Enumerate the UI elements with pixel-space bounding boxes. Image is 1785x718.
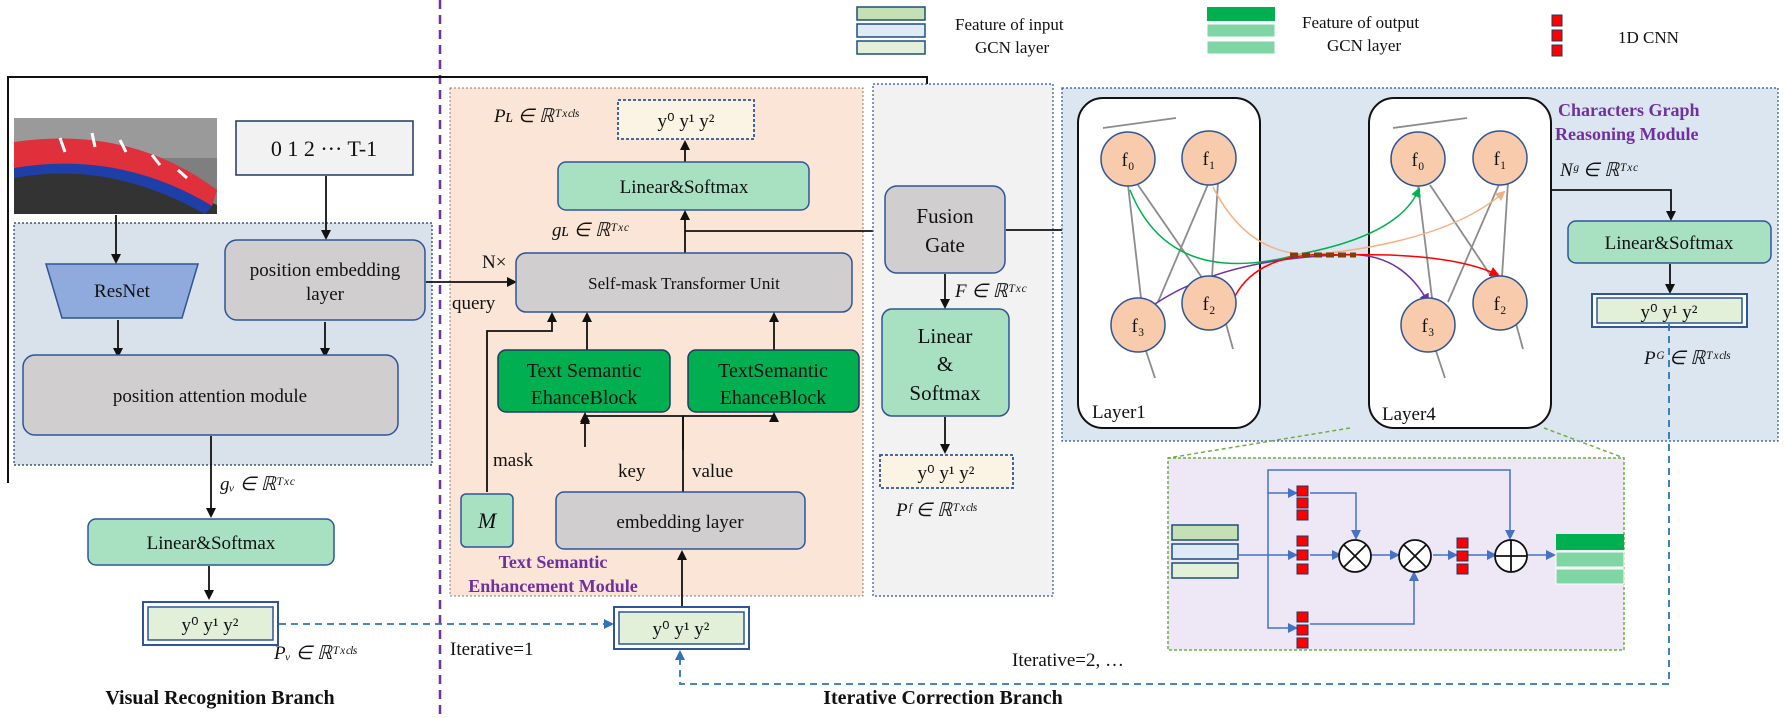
embedding-layer-label: embedding layer <box>616 512 744 533</box>
gcn-detail-zoom <box>1167 427 1625 651</box>
iteration-1-label: Iterative=1 <box>450 639 534 660</box>
legend-cnn-label: 1D CNN <box>1618 28 1679 47</box>
legend: Feature of input GCN layer Feature of ou… <box>856 6 1679 57</box>
ng-label: Nᵍ ∈ ℝᵀˣᶜ <box>1559 160 1639 181</box>
text-semantic-block-1-line-2: EhanceBlock <box>531 387 638 409</box>
text-semantic-block-1-line-1: Text Semantic <box>527 360 642 382</box>
fusion-output-label: y⁰ y¹ y² <box>917 463 974 484</box>
layer4-node-f0: f₀ <box>1412 150 1425 171</box>
pv-label: Pᵥ ∈ ℝᵀˣᶜˡˢ <box>273 643 357 664</box>
fusion-linear-label-3: Softmax <box>909 381 981 405</box>
resnet-block <box>44 263 200 319</box>
key-label: key <box>618 461 646 482</box>
position-embedding-label-2: layer <box>306 284 345 305</box>
text-semantic-block-2-line-2: EhanceBlock <box>720 387 827 409</box>
layer1-edges <box>1102 117 1234 379</box>
resnet-label: ResNet <box>94 281 151 302</box>
visual-output-label: y⁰ y¹ y² <box>181 615 238 636</box>
legend-output-feature-icon <box>1206 7 1276 55</box>
legend-output-label-2: GCN layer <box>1327 36 1401 55</box>
layer1-node-f2: f₂ <box>1203 294 1216 315</box>
gcn-linear-softmax <box>1567 220 1772 264</box>
tse-output <box>617 99 755 140</box>
fusion-linear-label-1: Linear <box>918 324 973 348</box>
legend-input-feature-icon <box>856 6 926 55</box>
position-embedding-block <box>224 239 426 321</box>
fusion-gate <box>884 185 1006 274</box>
visual-linear-softmax <box>87 518 335 566</box>
gcn-output-label: y⁰ y¹ y² <box>1640 302 1697 323</box>
fusion-output <box>879 454 1014 489</box>
pl-label: Pʟ ∈ ℝᵀˣᶜˡˢ <box>493 106 579 127</box>
layer4-label: Layer4 <box>1382 404 1436 425</box>
value-label: value <box>692 461 733 482</box>
iteration-2-label: Iterative=2, … <box>1012 650 1124 671</box>
legend-cnn-icon <box>1551 14 1563 57</box>
mask-label: mask <box>493 450 534 471</box>
tse-title-2: Enhancement Module <box>468 576 638 596</box>
layer1-nodes <box>1100 130 1237 353</box>
tse-output-label: y⁰ y¹ y² <box>657 111 714 132</box>
legend-input-label-2: GCN layer <box>975 38 1049 57</box>
mask-matrix-block <box>460 493 514 548</box>
layer4-nodes <box>1390 130 1528 353</box>
gl-label: gʟ ∈ ℝᵀˣᶜ <box>552 220 630 241</box>
fusion-gate-label-1: Fusion <box>916 204 974 228</box>
position-attention-module <box>22 354 399 436</box>
tse-input <box>618 611 745 645</box>
layer4-node-f3: f₃ <box>1422 316 1435 337</box>
position-sequence-box <box>235 120 414 176</box>
gcn-title-2: Reasoning Module <box>1555 124 1699 144</box>
gv-label: gᵥ ∈ ℝᵀˣᶜ <box>220 474 296 495</box>
layer1-node-f1: f₁ <box>1203 149 1216 170</box>
pf-label: Pᶠ ∈ ℝᵀˣᶜˡˢ <box>895 500 977 521</box>
tse-title-1: Text Semantic <box>499 552 608 572</box>
mask-matrix-label: M <box>477 508 498 533</box>
layer4-node-f2: f₂ <box>1494 294 1507 315</box>
iteration-2-arrow <box>675 324 1670 685</box>
layer1-node-f3: f₃ <box>1132 316 1145 337</box>
legend-input-label-1: Feature of input <box>955 15 1064 34</box>
position-embedding-label-1: position embedding <box>250 260 401 281</box>
layer1-node-f0: f₀ <box>1122 150 1135 171</box>
visual-branch-title: Visual Recognition Branch <box>105 687 334 709</box>
position-attention-label: position attention module <box>113 386 307 407</box>
visual-output <box>147 606 274 641</box>
fusion-linear-softmax <box>881 308 1010 417</box>
legend-output-label-1: Feature of output <box>1302 13 1419 32</box>
gcn-linear-softmax-label: Linear&Softmax <box>1605 233 1734 254</box>
position-sequence-label: 0 1 2 ··· T-1 <box>271 136 377 161</box>
fusion-gate-label-2: Gate <box>925 233 965 257</box>
embedding-layer <box>555 491 806 550</box>
n-times-label: N× <box>482 252 506 273</box>
layer4-node-f1: f₁ <box>1494 149 1507 170</box>
input-text-image <box>14 118 217 214</box>
tse-input-label: y⁰ y¹ y² <box>652 619 709 640</box>
query-label: query <box>452 293 496 314</box>
layer1-label: Layer1 <box>1092 402 1146 423</box>
mask-arrow <box>486 312 557 492</box>
self-mask-transformer-unit <box>515 252 853 313</box>
text-semantic-block-2-line-1: TextSemantic <box>718 360 828 382</box>
pg-label: Pᴳ ∈ ℝᵀˣᶜˡˢ <box>1643 348 1731 369</box>
fusion-linear-label-2: & <box>937 352 953 376</box>
f-label: F ∈ ℝᵀˣᶜ <box>954 281 1027 302</box>
gcn-output <box>1596 297 1743 324</box>
correction-branch-title: Iterative Correction Branch <box>823 687 1063 709</box>
gcn-title-1: Characters Graph <box>1558 100 1699 120</box>
visual-linear-softmax-label: Linear&Softmax <box>147 533 276 554</box>
self-mask-transformer-label: Self-mask Transformer Unit <box>588 274 780 293</box>
tse-linear-softmax-label: Linear&Softmax <box>620 177 749 198</box>
